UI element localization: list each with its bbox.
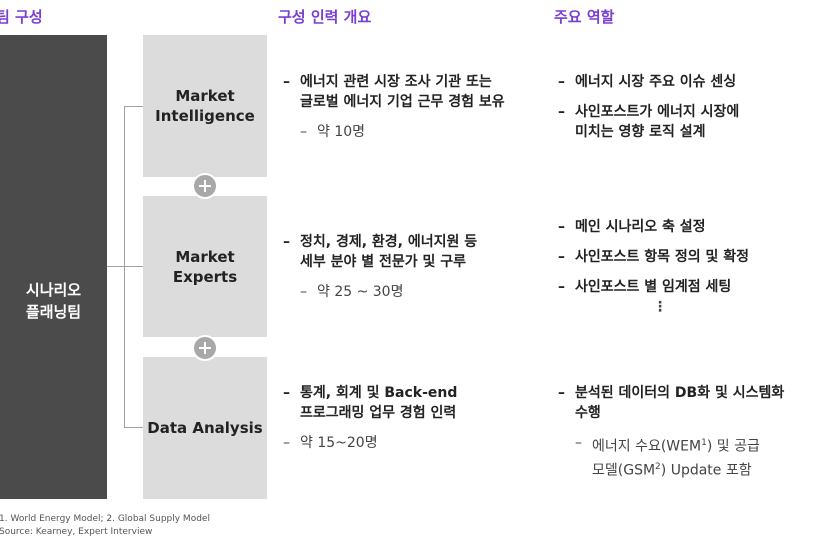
connector-stem — [107, 266, 125, 267]
header-roles: 주요 역할 — [554, 8, 615, 26]
ellipsis-icon: ⋮ — [653, 299, 667, 315]
plus-icon — [192, 173, 218, 199]
plus-icon — [192, 335, 218, 361]
footnote-definitions: 1. World Energy Model; 2. Global Supply … — [0, 514, 210, 524]
connector-branch-3 — [124, 427, 143, 428]
connector-branch-1 — [124, 106, 143, 107]
scenario-planning-team-bar: 시나리오 플래닝팀 — [0, 35, 107, 499]
team-box-data-analysis: Data Analysis — [143, 357, 267, 499]
header-team: 팀 구성 — [0, 8, 43, 26]
team-box-market-experts: Market Experts — [143, 196, 267, 337]
connector-vertical — [124, 106, 125, 428]
scenario-planning-team-label: 시나리오 플래닝팀 — [25, 281, 82, 321]
header-overview: 구성 인력 개요 — [278, 8, 372, 26]
connector-branch-2 — [124, 266, 143, 267]
team-box-market-intelligence: Market Intelligence — [143, 35, 267, 177]
footnote-source: Source: Kearney, Expert Interview — [0, 527, 153, 537]
